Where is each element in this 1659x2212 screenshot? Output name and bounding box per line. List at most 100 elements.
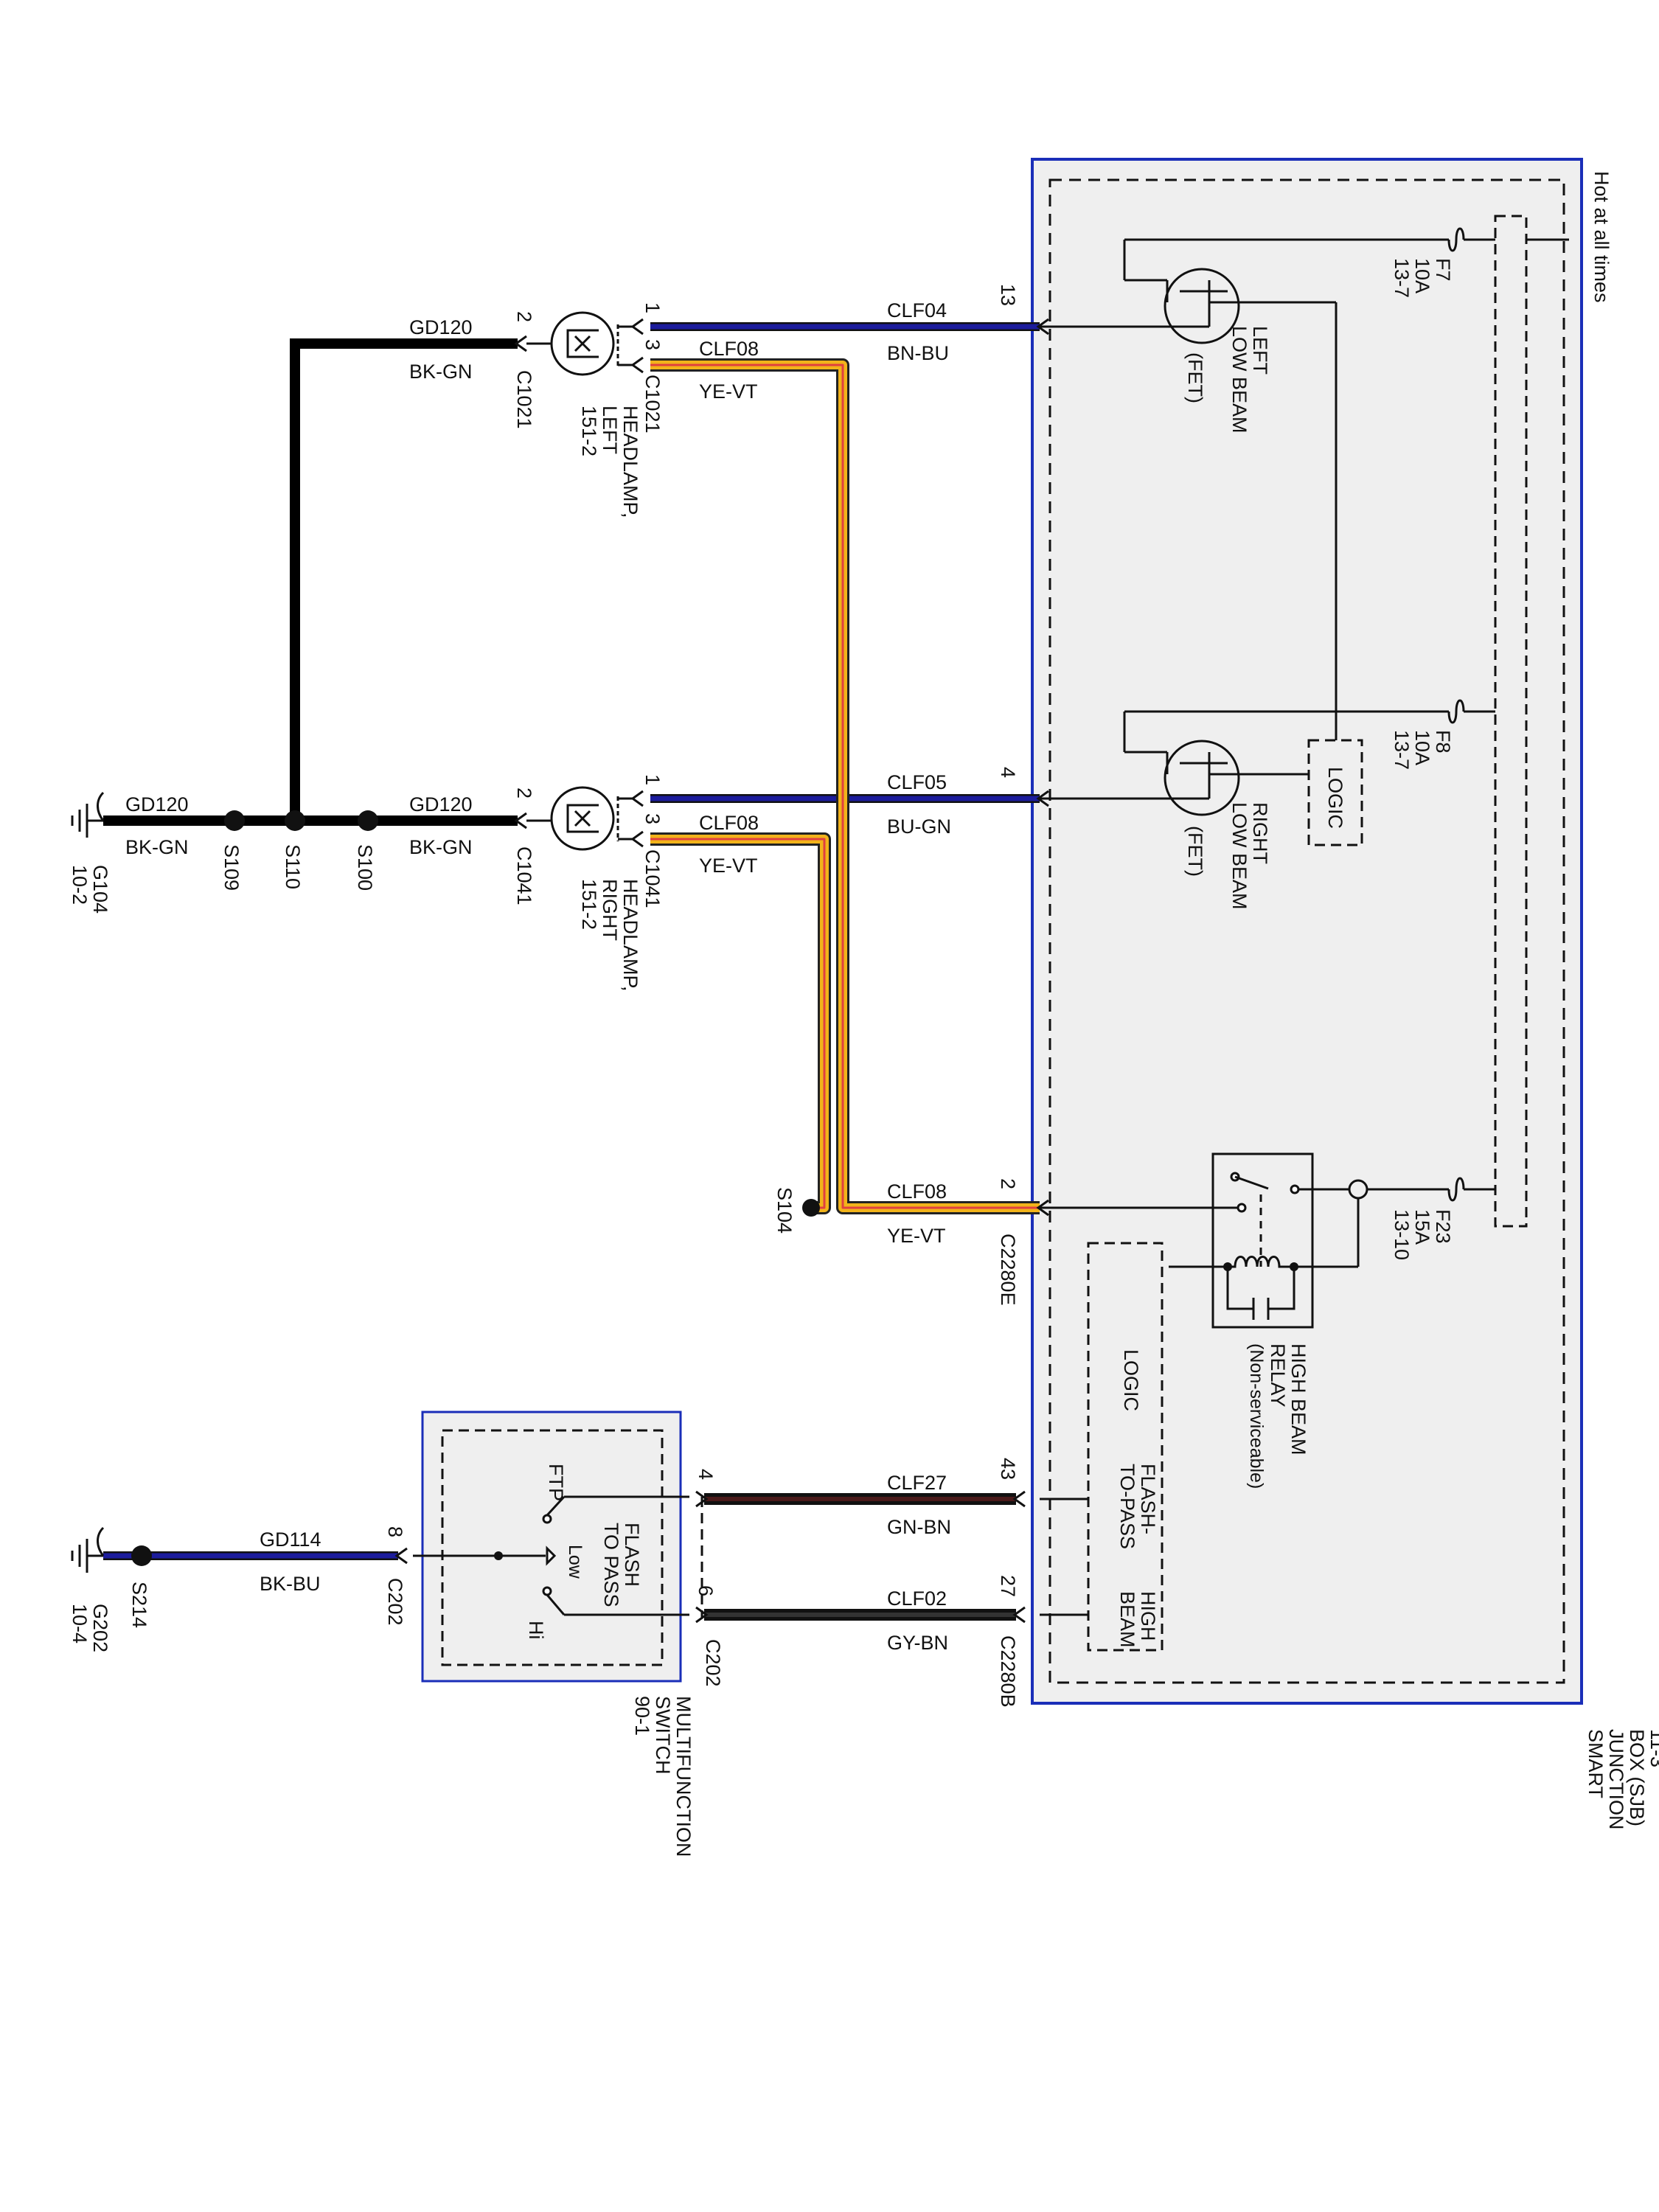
switch-low-label: Low xyxy=(565,1545,585,1579)
circuit-clf27-color: GN-BN xyxy=(887,1516,951,1538)
fet-left-type: (FET) xyxy=(1184,352,1206,403)
sjb-ftp-line2: TO-PASS xyxy=(1116,1464,1138,1549)
fuse-f7-amps: 10A xyxy=(1411,258,1433,293)
fuse-f8-amps: 10A xyxy=(1411,730,1433,765)
fet-right-type: (FET) xyxy=(1184,826,1206,877)
headlamp-left-line2: LEFT xyxy=(599,406,621,454)
fet-left-line1: LEFT xyxy=(1249,326,1271,375)
ground-g104-symbol xyxy=(71,791,105,838)
switch-flash-line2: TO PASS xyxy=(600,1523,622,1607)
ground-g104-name: G104 xyxy=(89,865,111,914)
circuit-gd120-right-name: GD120 xyxy=(409,793,473,815)
splice-s110-dot xyxy=(285,810,305,831)
circuit-gd120-right-color: BK-GN xyxy=(409,836,473,858)
sjb-outer-border xyxy=(1031,158,1583,1705)
fet-right-symbol xyxy=(1164,740,1240,816)
splice-s214-dot xyxy=(131,1545,152,1566)
headlamp-right-connector: C1041 xyxy=(641,849,664,908)
relay-line1: HIGH BEAM xyxy=(1287,1343,1310,1455)
headlamp-left-pin1: 1 xyxy=(641,302,664,313)
switch-hi-label: Hi xyxy=(525,1621,547,1640)
sjb-pin-13: 13 xyxy=(997,284,1019,306)
fuse-f8-ref: 13-7 xyxy=(1391,730,1413,770)
fuse-f23-name: F23 xyxy=(1432,1209,1454,1244)
circuit-gd120-ground-name: GD120 xyxy=(125,793,189,815)
fet-left-line2: LOW BEAM xyxy=(1228,326,1251,434)
sjb-logic-label: LOGIC xyxy=(1120,1349,1142,1411)
sjb-title-line2: JUNCTION xyxy=(1605,1729,1627,1830)
sjb-connector-c2280e: C2280E xyxy=(997,1234,1019,1306)
sjb-pin-4: 4 xyxy=(997,767,1019,778)
wire-clf08 xyxy=(650,358,1040,1214)
circuit-clf08-left-name: CLF08 xyxy=(699,338,759,360)
fuse-f7-ref: 13-7 xyxy=(1391,258,1413,298)
relay-line2: RELAY xyxy=(1267,1343,1289,1408)
switch-ref: 90-1 xyxy=(631,1696,653,1736)
splice-s104-label: S104 xyxy=(773,1187,796,1234)
smart-junction-box xyxy=(1031,158,1583,1705)
headlamp-right-symbol xyxy=(526,786,633,851)
headlamp-left-line1: HEADLAMP, xyxy=(619,406,641,518)
circuit-clf05-color: BU-GN xyxy=(887,815,951,838)
sjb-connector-c2280b: C2280B xyxy=(997,1635,1019,1708)
circuit-gd120-ground-color: BK-GN xyxy=(125,836,189,858)
fuse-f23-ref: 13-10 xyxy=(1391,1209,1413,1260)
circuit-gd120-left-name: GD120 xyxy=(409,316,473,338)
ground-g202-symbol xyxy=(71,1526,105,1573)
switch-flash-line1: FLASH xyxy=(621,1523,643,1587)
ground-g202-name: G202 xyxy=(89,1604,111,1652)
splice-s214-label: S214 xyxy=(128,1582,150,1628)
switch-connector-c202-ground: C202 xyxy=(384,1578,406,1626)
ground-g202-ref: 10-4 xyxy=(69,1604,91,1644)
switch-line2: SWITCH xyxy=(652,1696,674,1774)
headlamp-right-pin3: 3 xyxy=(641,813,664,824)
circuit-gd120-left-color: BK-GN xyxy=(409,361,473,383)
sjb-internal-wiring xyxy=(1040,238,1569,1616)
circuit-clf27-name: CLF27 xyxy=(887,1472,947,1494)
circuit-gd114-color: BK-BU xyxy=(260,1573,321,1595)
headlamp-left-pin3: 3 xyxy=(641,339,664,350)
relay-line3: (Non-serviceable) xyxy=(1246,1343,1267,1489)
splice-s109-label: S109 xyxy=(220,844,243,891)
sjb-pin-27: 27 xyxy=(997,1575,1019,1597)
splice-s100-label: S100 xyxy=(354,844,376,891)
headlamp-right-line1: HEADLAMP, xyxy=(619,879,641,992)
sjb-ref: 11-3 xyxy=(1646,1729,1659,1767)
fuse-f8-symbol xyxy=(1447,699,1465,724)
fet-logic-label: LOGIC xyxy=(1324,767,1346,829)
sjb-pin-2: 2 xyxy=(997,1178,1019,1189)
circuit-clf08-sjb-name: CLF08 xyxy=(887,1180,947,1203)
sjb-ftp-line1: FLASH- xyxy=(1137,1464,1159,1534)
splice-s100-dot xyxy=(358,810,378,831)
circuit-clf02-name: CLF02 xyxy=(887,1587,947,1610)
circuit-clf08-left-color: YE-VT xyxy=(699,380,758,403)
circuit-clf04-color: BN-BU xyxy=(887,342,949,364)
fuse-f7-symbol xyxy=(1447,227,1465,252)
switch-pin4: 4 xyxy=(695,1469,717,1480)
circuit-gd114-name: GD114 xyxy=(260,1528,321,1551)
switch-pin8: 8 xyxy=(384,1526,406,1537)
sjb-inner-dashed xyxy=(1048,178,1565,1684)
circuit-clf08-right-name: CLF08 xyxy=(699,812,759,834)
fuse-f23-amps: 15A xyxy=(1411,1209,1433,1245)
multifunction-switch xyxy=(413,1411,703,1683)
splice-s104-dot xyxy=(802,1199,820,1217)
ground-g104-ref: 10-2 xyxy=(69,865,91,905)
circuit-clf05-name: CLF05 xyxy=(887,771,947,793)
hot-at-all-times-label: Hot at all times xyxy=(1590,171,1613,303)
splice-s110-label: S110 xyxy=(282,844,304,889)
fet-left-symbol xyxy=(1164,268,1240,344)
headlamp-left-connector: C1021 xyxy=(641,375,664,434)
circuit-clf08-sjb-color: YE-VT xyxy=(887,1225,946,1247)
sjb-logic-box xyxy=(1087,1242,1164,1652)
fet-right-line2: LOW BEAM xyxy=(1228,802,1251,910)
switch-connector-c202-sjb: C202 xyxy=(702,1639,724,1687)
circuit-clf08-right-color: YE-VT xyxy=(699,855,758,877)
headlamp-right-pin1: 1 xyxy=(641,774,664,785)
headlamp-left-connector-ground: C1021 xyxy=(513,370,535,429)
headlamp-right-ref: 151-2 xyxy=(578,879,600,930)
fuse-f8-name: F8 xyxy=(1432,730,1454,754)
switch-pin6: 6 xyxy=(695,1585,717,1596)
fuse-bus xyxy=(1494,215,1528,1228)
